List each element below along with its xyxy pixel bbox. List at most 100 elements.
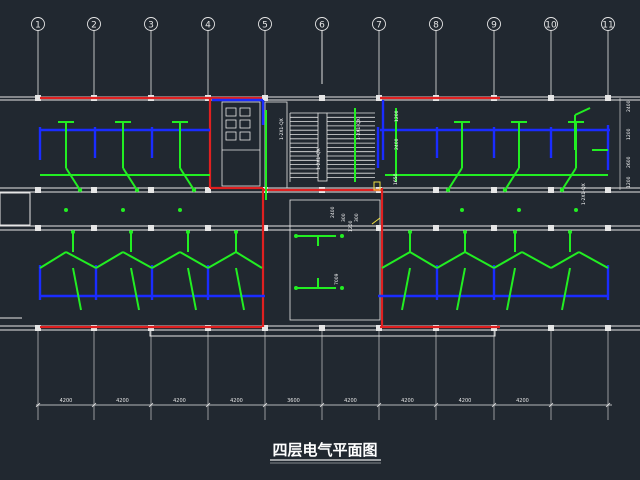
- dimension-tick: [376, 402, 382, 408]
- column: [148, 187, 154, 193]
- axis-bubble-label: 10: [545, 21, 557, 31]
- fixture-line: [521, 251, 552, 269]
- storage-box: [239, 131, 251, 141]
- fire-walls: [40, 96, 500, 329]
- fixture-line: [39, 251, 67, 269]
- axis-bubble-label: 7: [376, 21, 382, 31]
- fixture-line: [179, 167, 195, 191]
- dimension-tick: [491, 402, 497, 408]
- dimension-label: 4200: [173, 398, 186, 404]
- column: [262, 225, 268, 231]
- fixture-line: [409, 251, 438, 269]
- axis-bubble: [31, 17, 45, 31]
- fixture-dot: [178, 208, 182, 212]
- elevator-block: [221, 101, 261, 187]
- fixture-dot: [340, 234, 344, 238]
- column: [605, 187, 611, 193]
- axis-bubble-label: 4: [205, 21, 211, 31]
- column: [35, 95, 41, 101]
- fixture-dot: [408, 230, 412, 234]
- axis-bubble: [258, 17, 272, 31]
- axis-bubble: [144, 17, 158, 31]
- column: [433, 225, 439, 231]
- dimension-label: 4200: [60, 398, 73, 404]
- fixture-line: [179, 251, 209, 269]
- fixture-line: [436, 251, 466, 269]
- dimension-tick: [319, 402, 325, 408]
- panel-tag: 1-2X1-QX: [279, 118, 285, 140]
- core-tag: 1200: [348, 220, 354, 232]
- riser-tag: 1200: [394, 110, 400, 122]
- column: [491, 225, 497, 231]
- riser-tag: 2400: [394, 138, 400, 150]
- right-dimension: 2400: [626, 100, 632, 112]
- column: [605, 325, 611, 331]
- axis-bubble-label: 1: [35, 21, 41, 31]
- fixture-line: [447, 167, 463, 191]
- fixture-dot: [77, 187, 83, 193]
- axis-bubble-label: 9: [491, 21, 497, 31]
- fixture-line: [65, 251, 97, 269]
- storage-box: [225, 107, 237, 117]
- fixture-line: [235, 251, 263, 269]
- fixture-line: [95, 251, 124, 269]
- dimension-label: 4200: [459, 398, 472, 404]
- fixture-dot: [568, 230, 572, 234]
- column: [205, 225, 211, 231]
- column: [548, 95, 554, 101]
- column: [491, 187, 497, 193]
- fixture-dot: [186, 230, 190, 234]
- fixture-line: [456, 267, 466, 311]
- dimension-label: 4200: [344, 398, 357, 404]
- column: [376, 95, 382, 101]
- fixture-dot: [121, 208, 125, 212]
- fixture-dot: [129, 230, 133, 234]
- elevator-shaft: [221, 101, 261, 187]
- fixture-line: [561, 167, 577, 191]
- axis-bubble: [601, 17, 615, 31]
- column: [205, 187, 211, 193]
- panel-tag: 1-2X1-QX: [356, 118, 362, 140]
- fixture-dot: [191, 187, 197, 193]
- column: [148, 225, 154, 231]
- fixture-line: [187, 267, 197, 311]
- lighting-fixtures: [39, 107, 609, 311]
- fixture-line: [506, 267, 516, 311]
- column: [548, 325, 554, 331]
- column: [548, 187, 554, 193]
- column: [91, 225, 97, 231]
- panel-tag: 1-2X1-QX: [316, 148, 322, 170]
- fixture-line: [578, 251, 609, 269]
- storage-box: [225, 131, 237, 141]
- fixture-line: [130, 267, 140, 311]
- power-wiring: [38, 98, 610, 300]
- dimension-label: 4200: [116, 398, 129, 404]
- fixture-dot: [445, 187, 451, 193]
- column: [35, 187, 41, 193]
- left-entrance: [0, 192, 31, 226]
- core-tag: 2400: [330, 206, 336, 218]
- fixture-line: [504, 167, 520, 191]
- fixture-line: [550, 251, 580, 269]
- fixture-dot: [340, 286, 344, 290]
- fixture-dot: [294, 286, 298, 290]
- fixture-dot: [463, 230, 467, 234]
- dimension-label: 4200: [516, 398, 529, 404]
- dimension-tick: [148, 402, 154, 408]
- fixture-line: [561, 267, 571, 311]
- fixture-line: [493, 251, 523, 269]
- storage-box: [239, 107, 251, 117]
- stair-well: [317, 112, 328, 182]
- junction-marker: [371, 217, 381, 225]
- dimension-tick: [205, 402, 211, 408]
- column: [605, 95, 611, 101]
- fixture-line: [207, 251, 237, 269]
- fixture-line: [401, 267, 411, 311]
- axis-bubble: [487, 17, 501, 31]
- axis-bubble: [429, 17, 443, 31]
- panel-tag: 1-2X1-QX: [581, 183, 587, 205]
- dimension-tick: [262, 402, 268, 408]
